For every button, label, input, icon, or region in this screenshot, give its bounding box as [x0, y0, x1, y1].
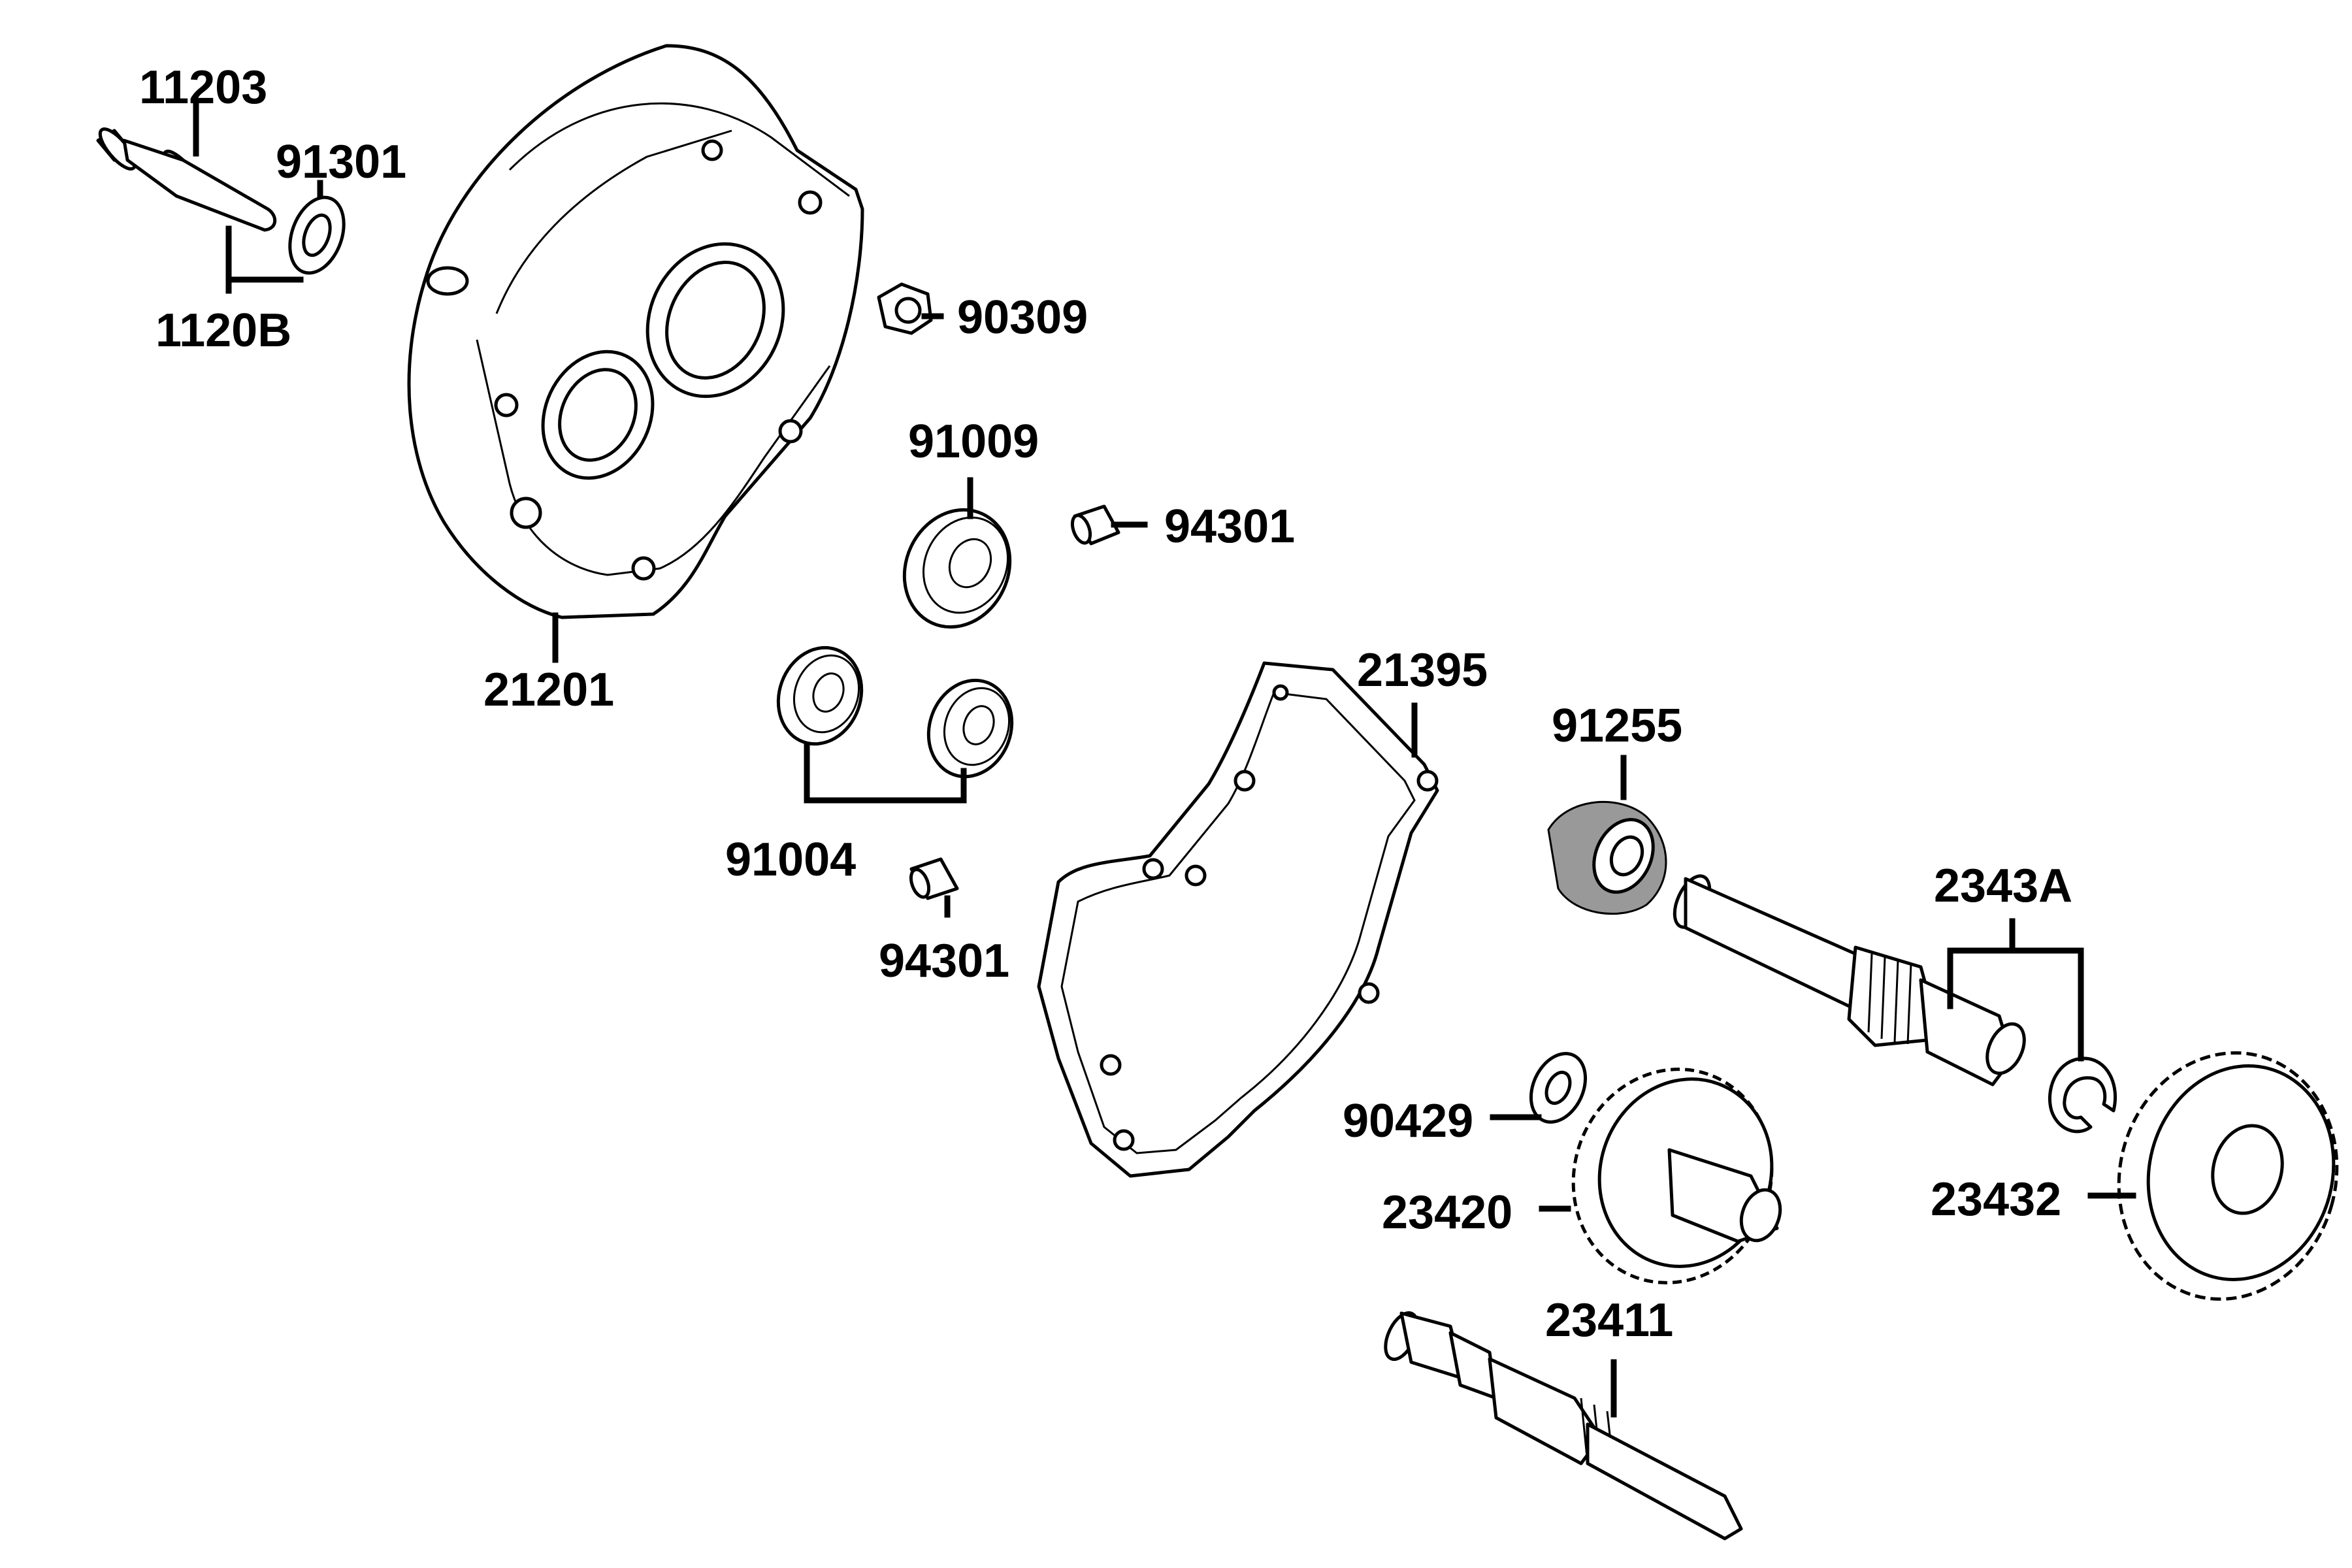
callout-11203: 11203 — [139, 61, 267, 114]
callout-94301-lower: 94301 — [879, 935, 1009, 987]
callout-21395: 21395 — [1357, 644, 1488, 696]
callout-23411: 23411 — [1545, 1294, 1673, 1347]
nut-part — [877, 282, 933, 335]
transmission-cover — [407, 44, 864, 619]
callout-94301-upper: 94301 — [1164, 500, 1295, 553]
callout-90429: 90429 — [1343, 1095, 1473, 1147]
dowel-pin-a — [1070, 504, 1120, 546]
callout-91301: 91301 — [276, 136, 406, 188]
callout-23432: 23432 — [1931, 1173, 2061, 1226]
callout-91255: 91255 — [1552, 700, 1682, 752]
callout-90309: 90309 — [957, 291, 1088, 344]
oil-seal-part — [1547, 800, 1667, 915]
leader-lines — [193, 100, 2136, 1418]
final-gear-part — [2117, 1051, 2339, 1301]
bearing-part-91004-b — [926, 678, 1014, 779]
output-shaft-part — [1673, 874, 2026, 1086]
callout-2343A: 2343A — [1934, 860, 2072, 912]
washer-part-90429 — [1529, 1052, 1588, 1124]
callout-21201: 21201 — [483, 664, 614, 716]
callout-1120B: 1120B — [155, 304, 291, 357]
callout-91009: 91009 — [908, 416, 1039, 468]
gasket-part — [1037, 661, 1439, 1178]
bearing-part-91009 — [902, 508, 1012, 629]
dowel-pin-b — [909, 857, 959, 900]
intermediate-gear-part — [1571, 1068, 1782, 1284]
bearing-part-91004-a — [776, 645, 864, 746]
bolt-part — [96, 127, 277, 232]
callout-23420: 23420 — [1382, 1186, 1512, 1239]
washer-part-91301 — [288, 195, 346, 275]
drive-shaft-part — [1384, 1311, 1743, 1541]
callout-91004: 91004 — [725, 834, 856, 886]
circlip-part — [2048, 1056, 2117, 1134]
